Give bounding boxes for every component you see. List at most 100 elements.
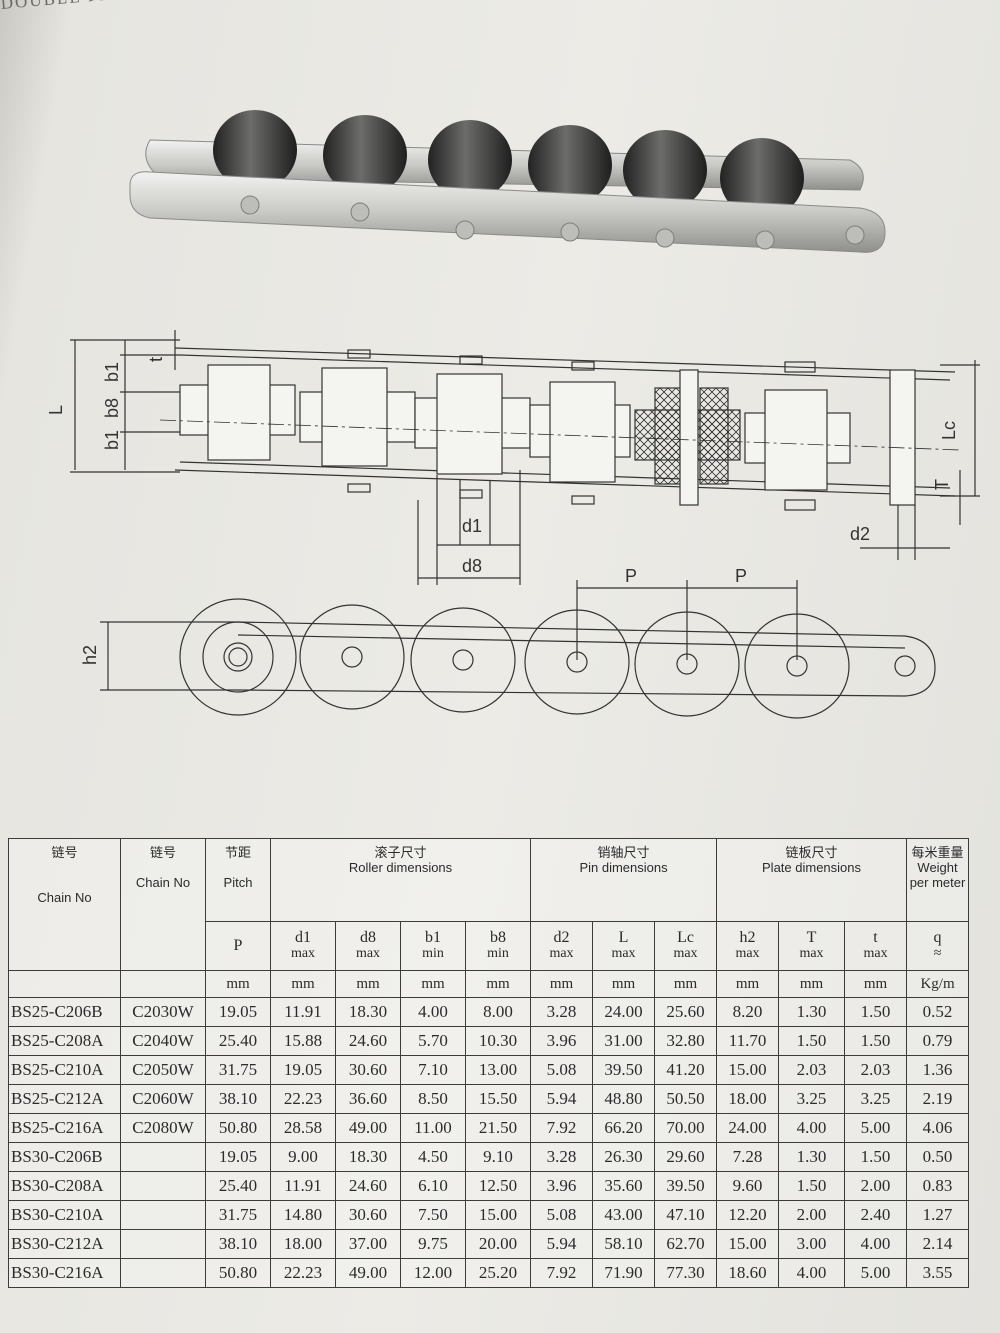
value-cell: 3.28: [530, 997, 594, 1027]
value-cell: 19.05: [205, 1142, 271, 1172]
value-cell: 22.23: [270, 1258, 336, 1288]
chain-technical-drawing: L b1 b8 b1 t d1 d8 Lc T d2 P P h2: [46, 330, 980, 719]
value-cell: 31.75: [205, 1055, 271, 1085]
value-cell: 25.40: [205, 1171, 271, 1201]
value-cell: 0.83: [906, 1171, 970, 1201]
value-cell: 2.00: [778, 1200, 846, 1230]
value-cell: 21.50: [464, 1113, 532, 1143]
label-T: T: [932, 479, 952, 490]
value-cell: 50.50: [654, 1084, 718, 1114]
value-cell: 5.00: [844, 1258, 908, 1288]
chain-number2-cell: [120, 1200, 206, 1230]
value-cell: 2.40: [844, 1200, 908, 1230]
label-d8: d8: [462, 556, 482, 576]
value-cell: 49.00: [335, 1113, 401, 1143]
label-h2: h2: [80, 645, 100, 665]
value-cell: 0.52: [906, 997, 970, 1027]
value-cell: 62.70: [654, 1229, 718, 1259]
chain-number2-cell: [120, 1171, 206, 1201]
value-cell: 1.50: [844, 1142, 908, 1172]
unit-cell: Kg/m: [906, 970, 970, 998]
label-d2: d2: [850, 524, 870, 544]
value-cell: 26.30: [592, 1142, 656, 1172]
value-cell: 9.10: [464, 1142, 532, 1172]
spec-table: 链号 Chain No 链号 Chain No 节距 Pitch 滚子尺寸 Ro…: [8, 838, 970, 1288]
value-cell: 25.60: [654, 997, 718, 1027]
value-cell: 11.91: [270, 1171, 336, 1201]
value-cell: 24.60: [335, 1171, 401, 1201]
chain-number-cell: BS30-C208A: [8, 1171, 121, 1201]
value-cell: 7.92: [530, 1258, 594, 1288]
unit-cell: mm: [270, 970, 336, 998]
value-cell: 3.96: [530, 1171, 594, 1201]
value-cell: 31.75: [205, 1200, 271, 1230]
value-cell: 9.00: [270, 1142, 336, 1172]
value-cell: 4.06: [906, 1113, 970, 1143]
value-cell: 49.00: [335, 1258, 401, 1288]
chain-photo: [129, 110, 886, 253]
label-b1-top: b1: [102, 362, 122, 382]
value-cell: 8.20: [716, 997, 780, 1027]
value-cell: 25.40: [205, 1026, 271, 1056]
unit-cell: mm: [716, 970, 780, 998]
chain-number2-cell: C2060W: [120, 1084, 206, 1114]
chain-number-cell: BS25-C208A: [8, 1026, 121, 1056]
header-chain-no: 链号 Chain No: [8, 838, 121, 971]
value-cell: 15.00: [716, 1229, 780, 1259]
header-plate: 链板尺寸 Plate dimensions: [716, 838, 908, 922]
value-cell: 8.50: [400, 1084, 466, 1114]
value-cell: 43.00: [592, 1200, 656, 1230]
value-cell: 1.36: [906, 1055, 970, 1085]
chain-number2-cell: C2030W: [120, 997, 206, 1027]
value-cell: 7.10: [400, 1055, 466, 1085]
value-cell: 2.03: [844, 1055, 908, 1085]
chain-number-cell: BS25-C212A: [8, 1084, 121, 1114]
value-cell: 37.00: [335, 1229, 401, 1259]
value-cell: 3.55: [906, 1258, 970, 1288]
value-cell: 11.70: [716, 1026, 780, 1056]
chain-number-cell: BS30-C210A: [8, 1200, 121, 1230]
value-cell: 7.50: [400, 1200, 466, 1230]
value-cell: 50.80: [205, 1113, 271, 1143]
value-cell: 38.10: [205, 1229, 271, 1259]
unit-cell: mm: [464, 970, 532, 998]
unit-cell: mm: [844, 970, 908, 998]
value-cell: 70.00: [654, 1113, 718, 1143]
unit-cell: mm: [654, 970, 718, 998]
chain-number2-cell: C2080W: [120, 1113, 206, 1143]
value-cell: 15.88: [270, 1026, 336, 1056]
value-cell: 18.30: [335, 1142, 401, 1172]
chain-number2-cell: [120, 1229, 206, 1259]
unit-cell: mm: [400, 970, 466, 998]
value-cell: 15.00: [464, 1200, 532, 1230]
chain-number2-cell: C2040W: [120, 1026, 206, 1056]
value-cell: 20.00: [464, 1229, 532, 1259]
value-cell: 50.80: [205, 1258, 271, 1288]
value-cell: 5.08: [530, 1200, 594, 1230]
value-cell: 12.00: [400, 1258, 466, 1288]
value-cell: 8.00: [464, 997, 532, 1027]
value-cell: 4.50: [400, 1142, 466, 1172]
value-cell: 30.60: [335, 1055, 401, 1085]
symbol-q: q≈: [906, 921, 970, 971]
value-cell: 4.00: [778, 1113, 846, 1143]
value-cell: 5.94: [530, 1229, 594, 1259]
value-cell: 1.27: [906, 1200, 970, 1230]
chain-number-cell: BS25-C206B: [8, 997, 121, 1027]
label-L: L: [46, 405, 66, 415]
chain-number-cell: BS25-C216A: [8, 1113, 121, 1143]
